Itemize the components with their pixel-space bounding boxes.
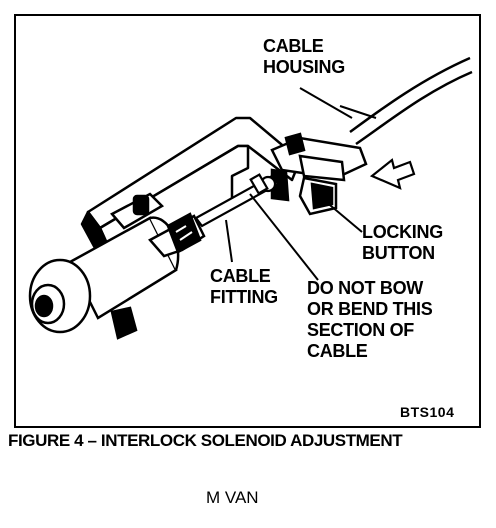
- label-do-not-bow: DO NOT BOW OR BEND THIS SECTION OF CABLE: [307, 278, 433, 361]
- figure-code: BTS104: [400, 404, 455, 420]
- figure-caption: FIGURE 4 – INTERLOCK SOLENOID ADJUSTMENT: [8, 431, 403, 450]
- label-locking-button: LOCKING BUTTON: [362, 222, 443, 263]
- label-cable-fitting: CABLE FITTING: [210, 266, 278, 307]
- cable-housing: [339, 56, 473, 146]
- solenoid: [28, 212, 206, 340]
- bracket-tab: [110, 192, 165, 230]
- figure-frame: [14, 14, 481, 428]
- direction-arrow: [369, 158, 416, 190]
- label-cable-housing: CABLE HOUSING: [263, 36, 345, 77]
- leader-lines: [225, 87, 363, 281]
- cable-rod: [194, 173, 280, 228]
- cable-clip: [270, 132, 368, 216]
- model-label: M VAN: [206, 488, 259, 507]
